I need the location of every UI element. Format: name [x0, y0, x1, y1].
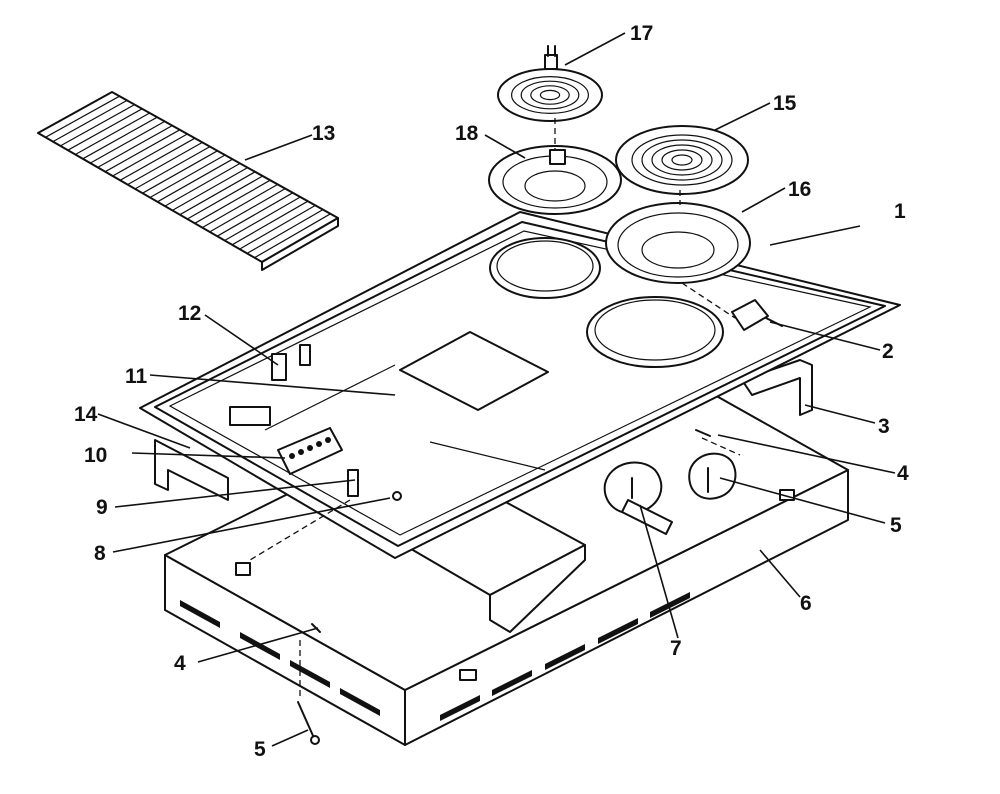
grate-rib: [89, 120, 166, 164]
callout-7: 7: [670, 637, 682, 660]
grate-rib: [45, 95, 120, 138]
callout-17: 17: [630, 22, 653, 45]
vent-slot: [650, 592, 690, 618]
coil-ring: [661, 149, 703, 171]
callout-13: 13: [312, 122, 335, 145]
terminal-block-part: [277, 427, 343, 475]
callout-labels: 1 2 3 4 4 5 5 6 7 8 9 10 11 12 14 13 17 …: [74, 22, 909, 761]
callout-18: 18: [455, 122, 479, 145]
terminal-screw: [316, 441, 322, 447]
coil-ring: [539, 89, 561, 101]
callout-4-left: 4: [174, 652, 186, 675]
grate-rib: [224, 196, 301, 242]
grate-rib: [97, 125, 173, 168]
vent-slot: [340, 688, 380, 716]
grate-rib: [104, 129, 181, 173]
grate-rib: [75, 112, 150, 156]
leader-lines: [97, 32, 896, 747]
infinite-switch-part: [603, 461, 673, 535]
grate-rib: [157, 158, 233, 203]
callout-15: 15: [773, 92, 797, 115]
grate-rib: [149, 154, 226, 199]
screw-part: [297, 429, 711, 745]
surface-element-large-part: [615, 125, 749, 195]
grate-rib: [194, 179, 271, 224]
grate-rib: [209, 188, 286, 233]
grate-rib: [254, 213, 331, 259]
burner-openings: [489, 237, 724, 368]
clip-part: [347, 469, 402, 501]
grate-rib: [127, 141, 203, 186]
grate-rib: [246, 209, 324, 254]
grate-rib: [239, 204, 316, 250]
callout-5-right: 5: [890, 514, 902, 537]
vent-slot: [598, 618, 638, 644]
grate-rib: [52, 99, 128, 143]
grate-rib: [119, 137, 196, 181]
callout-9: 9: [96, 496, 108, 519]
grate-rib: [179, 171, 256, 216]
coil-ring: [651, 144, 713, 176]
callout-16: 16: [788, 178, 811, 201]
grate-rib: [231, 200, 309, 246]
grate-rib: [201, 183, 279, 229]
vent-slot: [440, 695, 480, 721]
terminal-screw: [325, 437, 331, 443]
coil-ring: [641, 139, 723, 181]
callout-2: 2: [882, 340, 894, 363]
vent-slot: [240, 632, 280, 660]
callout-11: 11: [125, 365, 148, 388]
callout-3: 3: [878, 415, 890, 438]
grate-rib: [216, 192, 294, 237]
coil-ring: [511, 75, 590, 114]
vent-slot: [290, 660, 330, 688]
callout-12: 12: [178, 302, 201, 325]
vent-grate-part: [37, 91, 339, 271]
callout-10: 10: [84, 444, 107, 467]
grate-rib: [164, 162, 241, 207]
assembly-lines: [249, 118, 741, 700]
surface-element-small-part: [497, 45, 603, 122]
callout-8: 8: [94, 542, 106, 565]
callout-6: 6: [800, 592, 812, 615]
coil-ring: [530, 85, 570, 105]
grate-rib: [172, 167, 248, 211]
vent-slot: [492, 670, 532, 696]
grate-rib: [134, 146, 211, 190]
drip-bowl-large-part: [605, 202, 751, 284]
callout-5-left: 5: [254, 738, 266, 761]
grate-rib: [187, 175, 263, 220]
grate-rib: [60, 104, 135, 147]
grate-rib: [112, 133, 188, 177]
grate-rib: [67, 108, 143, 151]
coil-ring: [631, 134, 733, 186]
terminal-screw: [298, 449, 304, 455]
grate-rib: [82, 116, 158, 160]
coil-ring: [671, 154, 693, 166]
callout-4-right: 4: [897, 462, 909, 485]
switch-knob-part: [688, 452, 737, 500]
drip-bowl-small-part: [488, 145, 622, 215]
vent-slot: [180, 600, 220, 628]
switch-bracket-part: [229, 344, 311, 426]
callout-14: 14: [74, 403, 98, 426]
grate-rib: [142, 150, 218, 194]
terminal-screw: [289, 453, 295, 459]
cooktop-frame-part: [139, 211, 901, 559]
callout-1: 1: [894, 200, 906, 223]
terminal-screw: [307, 445, 313, 451]
right-bracket-part: [741, 359, 813, 416]
coil-ring: [520, 80, 580, 110]
receptacle-part: [731, 299, 783, 331]
vent-slot: [545, 644, 585, 670]
